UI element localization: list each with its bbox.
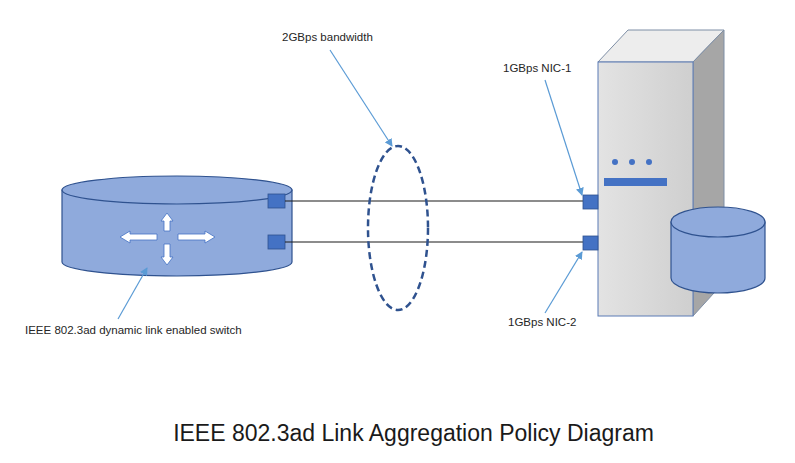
callout-label: 2GBps bandwidth xyxy=(282,31,373,45)
callout-label: IEEE 802.3ad dynamic link enabled switch xyxy=(25,324,242,338)
nic-port xyxy=(583,195,598,209)
nic-port xyxy=(583,236,598,250)
link-cable xyxy=(285,241,583,242)
callout-label: 1GBps NIC-1 xyxy=(503,62,571,76)
callout-label: 1GBps NIC-2 xyxy=(508,316,576,330)
leader-line xyxy=(118,268,147,319)
leader-line xyxy=(330,50,392,146)
disk xyxy=(671,207,765,293)
switch xyxy=(62,176,292,276)
leader-line xyxy=(545,80,582,195)
switch-port xyxy=(268,235,285,249)
aggregation-ring xyxy=(368,146,428,310)
link-cable xyxy=(285,200,583,201)
leader-line xyxy=(545,252,582,313)
diagram-title: IEEE 802.3ad Link Aggregation Policy Dia… xyxy=(173,420,654,448)
switch-port xyxy=(268,194,285,208)
